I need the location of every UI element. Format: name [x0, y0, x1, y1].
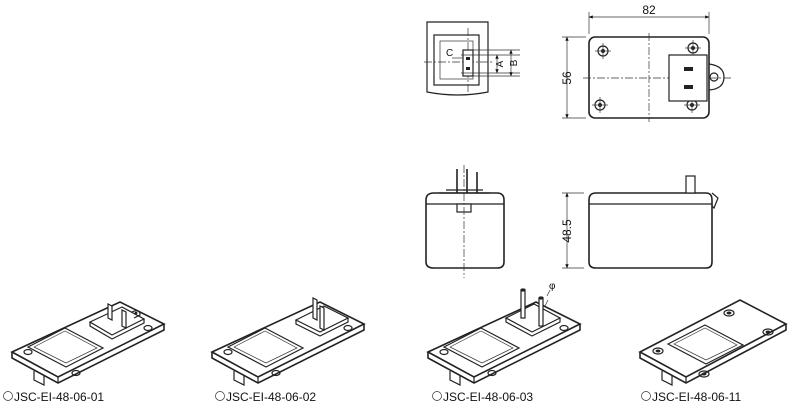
dimension-c-label: C	[446, 48, 453, 59]
front-elevation-view	[425, 165, 505, 278]
model-label-02: JSC-EI-48-06-02	[226, 390, 316, 404]
dimension-depth-48-5: 48.5	[560, 219, 574, 243]
pin-diameter-symbol: φ	[549, 281, 556, 292]
model-caption-02: JSC-EI-48-06-02	[215, 390, 316, 404]
dimension-b-label: B	[509, 59, 520, 66]
model-label-03: JSC-EI-48-06-03	[443, 390, 533, 404]
dimension-width-82: 82	[642, 3, 656, 17]
model-caption-11: JSC-EI-48-06-11	[641, 390, 741, 404]
model-caption-03: JSC-EI-48-06-03	[432, 390, 533, 404]
model-caption-01: JSC-EI-48-06-01	[3, 390, 104, 404]
dimension-height-56: 56	[560, 71, 574, 85]
dimension-a-label: A	[495, 60, 506, 67]
isometric-view-model-11	[638, 299, 788, 386]
side-elevation-view: 48.5	[560, 175, 719, 269]
model-label-01: JSC-EI-48-06-01	[14, 390, 104, 404]
model-label-11: JSC-EI-48-06-11	[652, 390, 741, 404]
isometric-view-model-02	[210, 297, 366, 386]
mounting-hole-top-left	[595, 43, 611, 59]
mounting-hole-top-right	[685, 40, 701, 56]
top-plan-view: 82 56	[560, 3, 732, 122]
mounting-hole-bottom-left	[592, 97, 608, 113]
isometric-view-model-01	[10, 301, 166, 386]
isometric-view-model-03: φ	[426, 281, 582, 386]
socket-detail-view: C A B	[424, 21, 520, 96]
